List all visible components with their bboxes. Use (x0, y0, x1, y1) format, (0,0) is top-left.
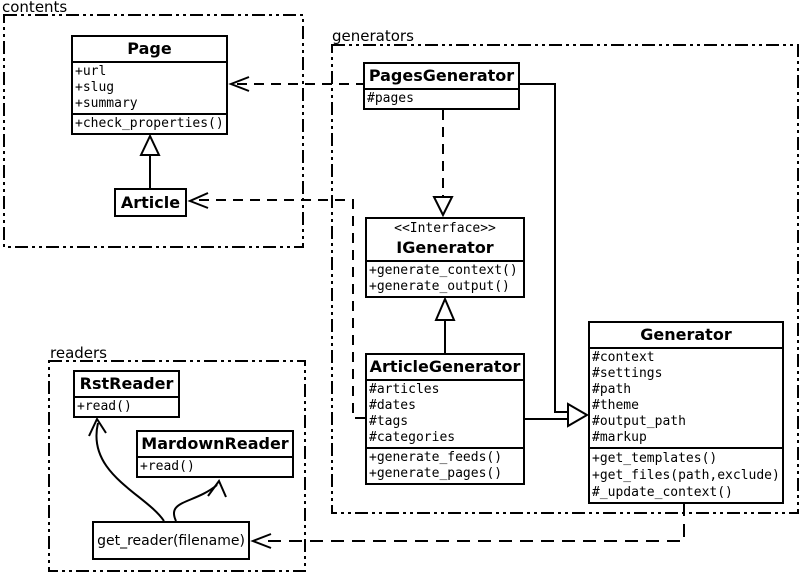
methods-section: +read() (138, 456, 292, 476)
generalization-generators-to-generator (520, 83, 589, 428)
class-box-generator: Generator #context #settings #path #them… (588, 321, 784, 504)
methods-section: +generate_feeds() +generate_pages() (367, 447, 523, 483)
dependency-pagesgenerator-to-page (228, 76, 363, 92)
class-title: Page (127, 39, 172, 58)
class-attribute: #pages (367, 91, 414, 106)
methods-section: +check_properties() (73, 113, 226, 133)
class-attribute: #articles (369, 382, 440, 397)
class-attribute: #dates (369, 398, 416, 413)
class-box-igenerator: <<Interface>> IGenerator +generate_conte… (365, 217, 525, 298)
class-title: Generator (640, 325, 732, 344)
class-attribute: +slug (75, 80, 115, 95)
class-box-articlegenerator: ArticleGenerator #articles #dates #tags … (365, 353, 525, 485)
class-title: Article (120, 193, 181, 212)
class-method: +read() (77, 399, 132, 414)
class-attribute: +summary (75, 96, 138, 111)
package-border-generators (331, 44, 799, 514)
methods-section: +get_templates() +get_files(path,exclude… (590, 447, 782, 502)
class-attribute: +url (75, 64, 107, 79)
class-attribute: #markup (592, 430, 647, 445)
function-box-getreader: get_reader(filename) (92, 521, 250, 560)
arrow-getreader-to-markdownreader (173, 479, 227, 522)
class-attribute: #tags (369, 414, 409, 429)
package-border-contents (3, 14, 304, 248)
class-title: RstReader (79, 374, 174, 393)
class-title: ArticleGenerator (369, 357, 521, 376)
class-attribute: #output_path (592, 414, 686, 429)
class-method: +check_properties() (75, 116, 224, 131)
dependency-articlegenerator-to-article (187, 192, 365, 419)
generalization-articlegenerator-to-igenerator (434, 296, 456, 353)
package-border-readers (48, 360, 306, 572)
class-method: +generate_feeds() (369, 450, 503, 465)
class-method: +generate_context() (369, 263, 518, 278)
class-stereotype: <<Interface>> (394, 221, 496, 236)
class-method: +generate_pages() (369, 466, 503, 481)
methods-section: +generate_context() +generate_output() (367, 260, 523, 296)
attributes-section: #pages (365, 88, 518, 108)
attributes-section: +url +slug +summary (73, 61, 226, 113)
package-label-readers: readers (50, 344, 107, 362)
class-method: +get_templates() (592, 451, 718, 466)
class-attribute: #path (592, 382, 632, 397)
dependency-generator-to-getreader (250, 503, 685, 549)
class-title: MardownReader (141, 434, 289, 453)
class-title: PagesGenerator (368, 66, 515, 85)
package-label-contents: contents (2, 0, 68, 16)
class-method: +get_files(path,exclude) (592, 468, 780, 483)
realization-pagesgenerator-to-igenerator (432, 110, 454, 218)
class-header: <<Interface>> IGenerator (367, 219, 523, 260)
arrow-getreader-to-rstreader (88, 416, 165, 522)
package-label-generators: generators (332, 27, 414, 45)
class-method: +generate_output() (369, 279, 510, 294)
class-box-page: Page +url +slug +summary +check_properti… (71, 35, 228, 135)
class-box-markdownreader: MardownReader +read() (136, 430, 294, 478)
class-title: IGenerator (396, 238, 494, 257)
class-attribute: #context (592, 350, 655, 365)
class-attribute: #settings (592, 366, 663, 381)
generalization-article-to-page (139, 133, 161, 188)
class-method: #_update_context() (592, 485, 733, 500)
class-box-pagesgenerator: PagesGenerator #pages (363, 62, 520, 110)
attributes-section: #articles #dates #tags #categories (367, 379, 523, 447)
class-box-article: Article (114, 188, 187, 217)
class-attribute: #categories (369, 430, 456, 445)
class-box-rstreader: RstReader +read() (73, 370, 180, 418)
function-label: get_reader(filename) (97, 532, 245, 549)
class-attribute: #theme (592, 398, 639, 413)
methods-section: +read() (75, 396, 178, 416)
class-method: +read() (140, 459, 195, 474)
attributes-section: #context #settings #path #theme #output_… (590, 347, 782, 447)
